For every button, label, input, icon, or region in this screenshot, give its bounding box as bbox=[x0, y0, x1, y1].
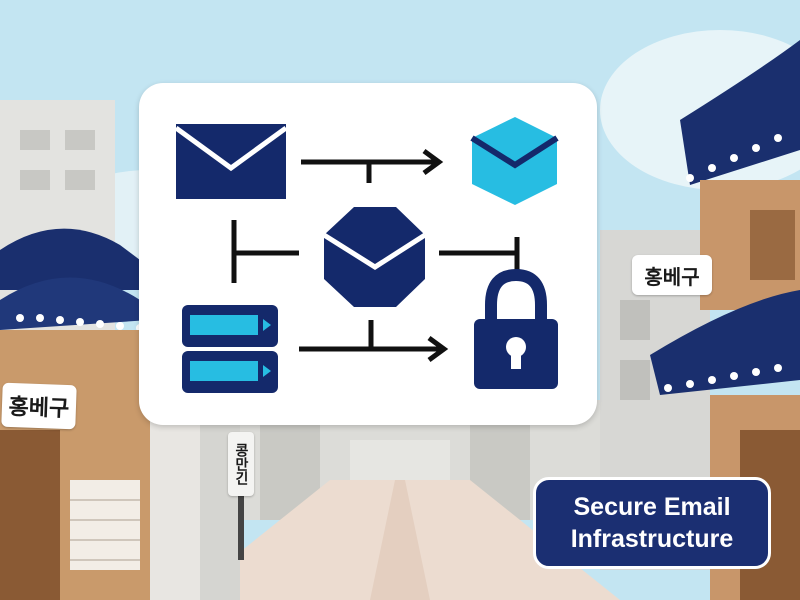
connector-left-icon bbox=[231, 220, 299, 283]
envelope-icon bbox=[174, 124, 288, 199]
server-icon bbox=[182, 305, 278, 393]
street-sign-right: 홍베구 bbox=[632, 255, 712, 295]
padlock-icon bbox=[474, 268, 558, 389]
connector-right-icon bbox=[439, 237, 520, 270]
envelope-hexagon-icon bbox=[322, 207, 427, 307]
street-sign-left: 홍베구 bbox=[1, 382, 77, 430]
title-badge: Secure Email Infrastructure bbox=[533, 477, 771, 569]
diagram-card bbox=[139, 83, 597, 425]
arrow-bottom-icon bbox=[299, 320, 449, 363]
badge-line-1: Secure Email bbox=[573, 493, 731, 521]
envelope-cube-icon bbox=[470, 117, 559, 205]
badge-line-2: Infrastructure bbox=[570, 525, 734, 553]
arrow-top-icon bbox=[301, 148, 444, 183]
pole-sign: 콩만긴 bbox=[228, 432, 254, 496]
